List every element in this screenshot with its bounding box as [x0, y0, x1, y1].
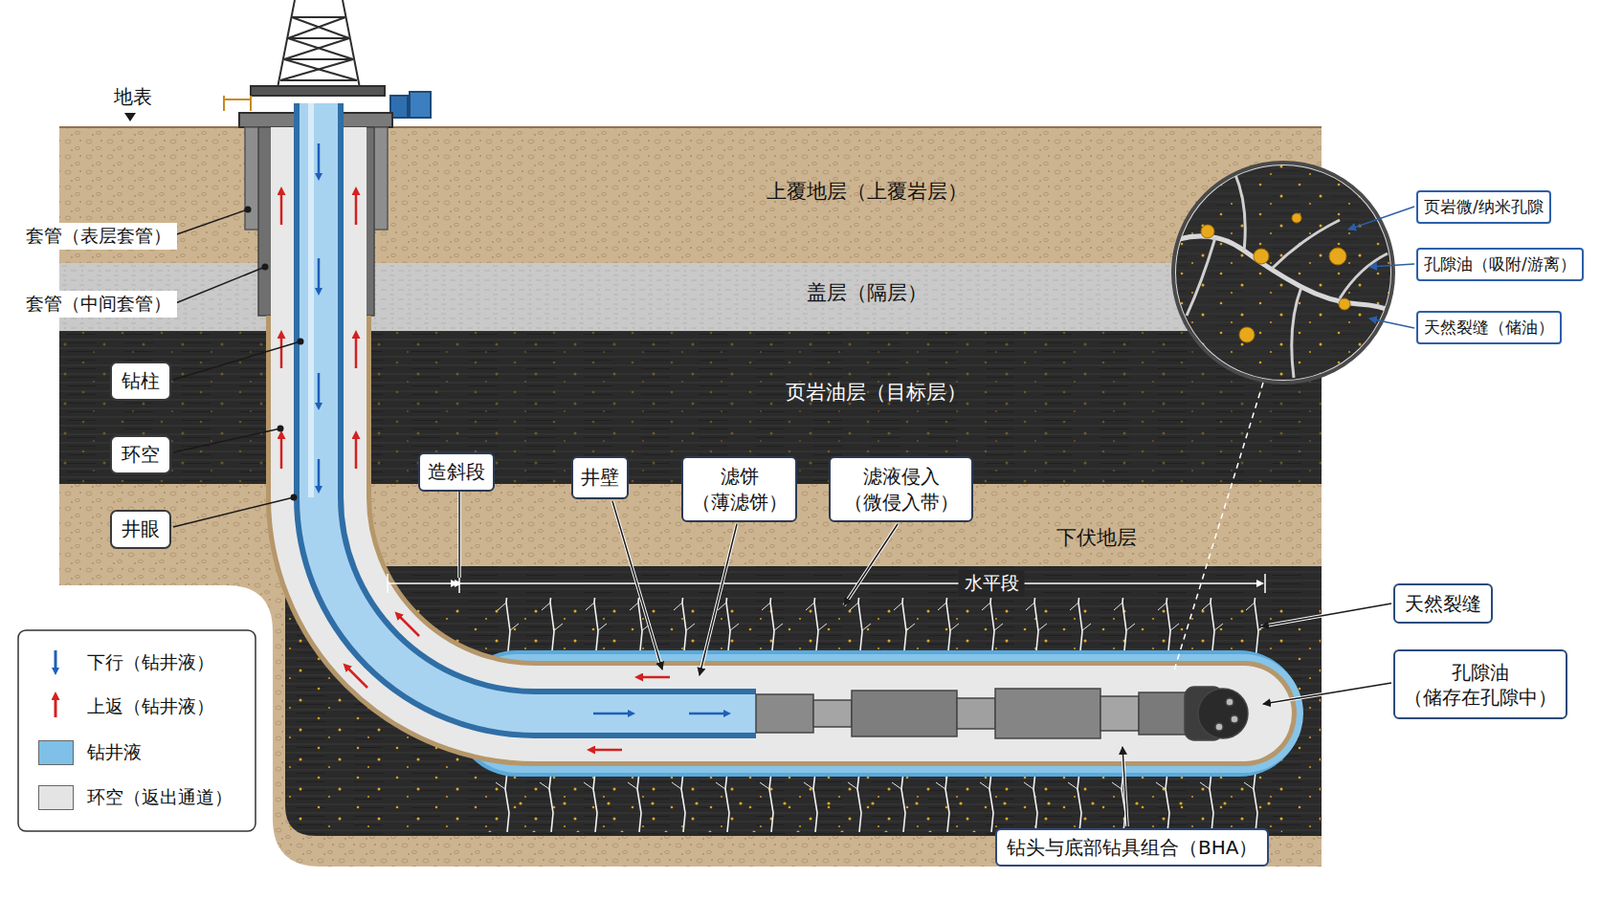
text-label: 地表: [113, 84, 153, 111]
callout-box: 环空: [110, 435, 172, 475]
text-label: 上覆地层（上覆岩层）: [766, 177, 968, 205]
callout-text: 孔隙油 （储存在孔隙中）: [1403, 660, 1557, 711]
callout-text: 井眼: [121, 516, 160, 543]
legend-text: 环空（返出通道）: [87, 785, 233, 811]
legend-text: 上返（钻井液）: [87, 694, 215, 720]
text-label: 页岩油层（目标层）: [785, 378, 967, 406]
callout-text: 环空: [121, 442, 160, 468]
magnifier: [1173, 162, 1398, 674]
legend-text: 下行（钻井液）: [87, 650, 215, 676]
callout-box: 页岩微/纳米孔隙: [1416, 190, 1552, 224]
callout-box: 钻头与底部钻具组合（BHA）: [995, 828, 1269, 867]
callout-text: 钻柱: [121, 368, 160, 395]
callout-box: 天然裂缝: [1393, 583, 1493, 624]
callout-box: 井壁: [571, 456, 629, 500]
callout-box: 井眼: [110, 510, 172, 550]
legend-swatch: [38, 785, 74, 811]
callout-box: 孔隙油（吸附/游离）: [1416, 247, 1584, 282]
wellbore: [311, 103, 1297, 767]
text-label: 水平段: [958, 570, 1025, 598]
callout-box: 孔隙油 （储存在孔隙中）: [1393, 649, 1568, 720]
legend-text: 钻井液: [87, 740, 142, 766]
text-label: 套管（中间套管）: [20, 290, 178, 318]
callout-box: 滤液侵入 （微侵入带）: [828, 456, 974, 523]
callout-text: 滤液侵入 （微侵入带）: [838, 464, 964, 516]
flow-arrows: [281, 143, 728, 751]
callout-text: 滤饼 （薄滤饼）: [690, 464, 788, 516]
callout-box: 钻柱: [110, 361, 172, 401]
callout-text: 孔隙油（吸附/游离）: [1423, 253, 1577, 276]
text-label: 下伏地层: [1056, 524, 1137, 552]
legend-box: [18, 630, 256, 832]
callout-text: 页岩微/纳米孔隙: [1423, 196, 1544, 219]
dimension-lines: [387, 574, 1266, 594]
callout-box: 滤饼 （薄滤饼）: [681, 456, 798, 523]
callout-text: 天然裂缝（储油）: [1423, 316, 1555, 339]
text-label: 盖层（隔层）: [806, 279, 928, 307]
callout-text: 天然裂缝: [1404, 591, 1482, 617]
bottom-hole-assembly: [755, 687, 1248, 741]
callout-box: 造斜段: [418, 452, 495, 492]
callout-box: 天然裂缝（储油）: [1416, 311, 1562, 345]
legend-swatch: [38, 740, 74, 766]
callout-text: 井壁: [580, 465, 620, 491]
leader-lines: [124, 112, 1415, 827]
callout-text: 钻头与底部钻具组合（BHA）: [1006, 835, 1258, 861]
text-label: 套管（表层套管）: [20, 222, 178, 250]
callout-text: 造斜段: [427, 459, 486, 486]
